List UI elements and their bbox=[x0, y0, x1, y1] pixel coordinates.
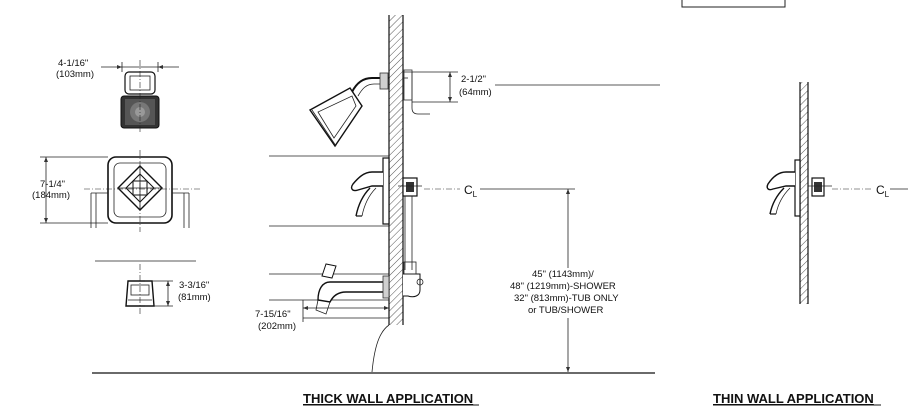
trim-height-label: 7-1/4" bbox=[40, 179, 65, 190]
trim-height-mm-label: (184mm) bbox=[32, 190, 70, 201]
thick-wall-section: 2-1/2" (64mm) CL bbox=[92, 15, 660, 406]
valve-height-line2: 48" (1219mm)-SHOWER bbox=[510, 281, 616, 292]
header-box bbox=[681, 0, 786, 8]
spout-reach-mm-label: (202mm) bbox=[258, 321, 296, 332]
tub-spout-side bbox=[315, 261, 424, 315]
front-view-group: 4-1/16" (103mm) 7-1/4" (184mm) bbox=[32, 58, 211, 314]
thick-wall-title: THICK WALL APPLICATION bbox=[303, 391, 473, 406]
spout-height-label: 3-3/16" bbox=[179, 280, 209, 291]
arm-drop-label: 2-1/2" bbox=[461, 74, 486, 85]
showerhead-width-mm-label: (103mm) bbox=[56, 69, 94, 80]
thin-wall-section: CL THIN WALL APPLICATION bbox=[713, 82, 908, 406]
thin-wall-title: THIN WALL APPLICATION bbox=[713, 391, 874, 406]
spout-reach-label: 7-15/16" bbox=[255, 309, 291, 320]
thick-wall bbox=[389, 15, 403, 325]
spout-height-mm-label: (81mm) bbox=[178, 292, 211, 303]
valve-handle-side bbox=[350, 157, 422, 225]
valve-height-line3: 32" (813mm)-TUB ONLY bbox=[514, 293, 619, 304]
arm-drop-mm-label: (64mm) bbox=[459, 87, 492, 98]
centerline-symbol: CL bbox=[464, 183, 478, 199]
valve-height-line4: or TUB/SHOWER bbox=[528, 305, 603, 316]
valve-height-line1: 45" (1143mm)/ bbox=[532, 269, 594, 280]
thin-wall bbox=[800, 82, 808, 304]
thin-centerline-symbol: CL bbox=[876, 183, 890, 199]
thin-valve-handle bbox=[766, 159, 832, 217]
showerhead-width-label: 4-1/16" bbox=[58, 58, 88, 69]
showerhead-side bbox=[308, 72, 389, 148]
